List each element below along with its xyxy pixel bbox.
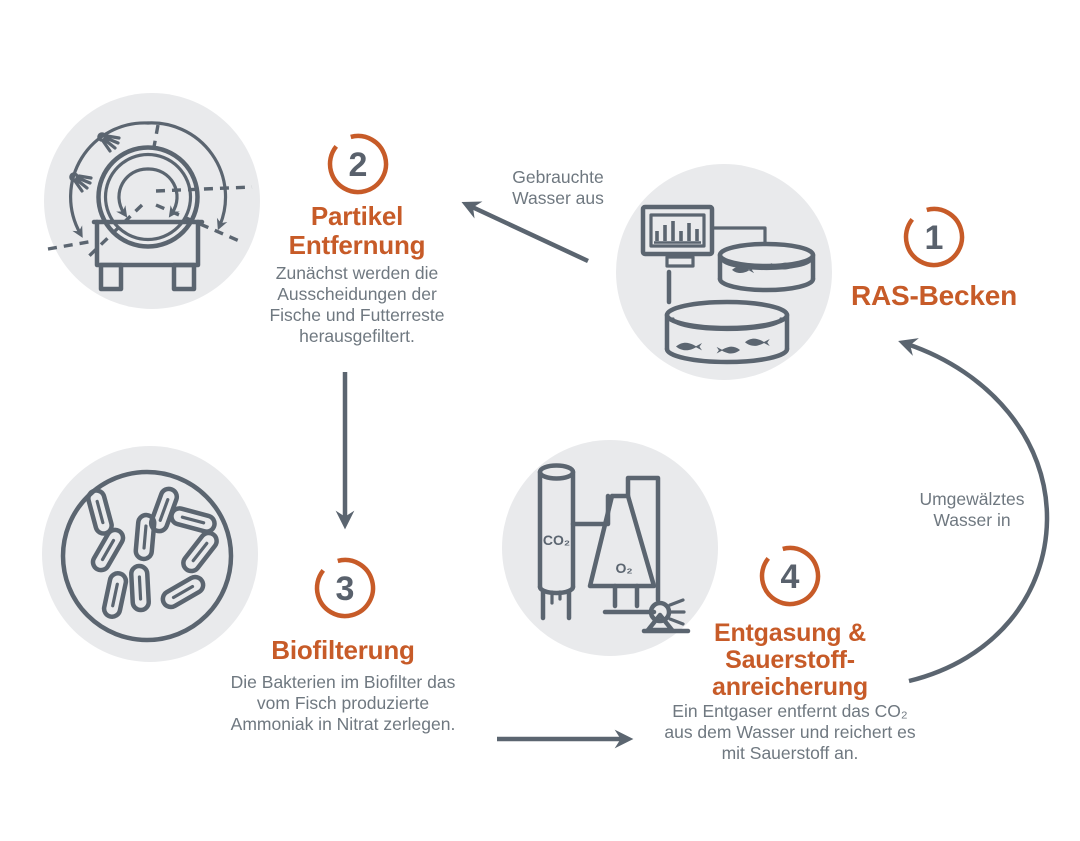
desc-line: Zunächst werden die <box>275 263 439 283</box>
large-fish-tank <box>664 299 790 365</box>
desc-line: mit Sauerstoff an. <box>721 743 859 763</box>
step-4-description: Ein Entgaser entfernt das CO₂ aus dem Wa… <box>655 701 925 764</box>
outer-arc-left <box>69 121 150 238</box>
drum-outer <box>96 145 200 249</box>
drum-filter-icon <box>47 121 253 292</box>
degasser-bubble: CO₂ O₂ <box>502 440 718 656</box>
step-4-title: Entgasung & Sauerstoff- anreicherung <box>670 620 910 701</box>
dashed-flow-lines <box>47 124 253 261</box>
desc-line: Fische und Futterreste <box>269 305 445 325</box>
desc-line: Ammoniak in Nitrat zerlegen. <box>230 714 456 734</box>
step-4-badge: 4 <box>759 545 821 607</box>
step-1-number: 1 <box>925 219 944 257</box>
bacteria-icon <box>60 469 234 643</box>
ras-tank-bubble <box>616 164 832 380</box>
pump-icon <box>641 598 691 634</box>
step-2-title-line: Partikel <box>310 201 404 231</box>
recirculated-water-label: Umgewälztes Wasser in <box>892 489 1052 531</box>
step-1-badge: 1 <box>903 206 965 268</box>
spray-nozzle-icon <box>97 132 121 153</box>
rotation-arrow-right <box>146 167 180 218</box>
desc-line: Ausscheidungen der <box>277 284 437 304</box>
step-2-number: 2 <box>349 146 368 184</box>
cone-stand <box>602 583 657 615</box>
arrow-tank-to-particle-filter <box>461 201 589 264</box>
drum-filter-bubble <box>44 93 260 309</box>
used-water-label: Gebrauchte Wasser aus <box>478 167 638 209</box>
step-3-title: Biofilterung <box>271 635 415 665</box>
step-3-number: 3 <box>336 570 355 608</box>
co2-label: CO₂ <box>543 532 570 548</box>
rotation-arrow-left <box>116 167 150 218</box>
spray-nozzle-icon <box>69 172 93 193</box>
bar-chart-icon <box>654 221 701 244</box>
step-4-title-line: Entgasung & <box>714 619 866 647</box>
degasser-oxygenator-icon: CO₂ O₂ <box>537 463 691 634</box>
monitor-icon <box>640 204 715 305</box>
step-2-badge: 2 <box>327 133 389 195</box>
desc-line: Ein Entgaser entfernt das CO₂ <box>672 701 908 721</box>
label-line: Wasser in <box>933 510 1011 530</box>
label-line: Gebrauchte <box>512 167 604 187</box>
desc-line: aus dem Wasser und reichert es <box>664 722 916 742</box>
step-1-title: RAS-Becken <box>850 280 1018 311</box>
return-pipe <box>625 475 661 603</box>
label-line: Wasser aus <box>512 188 604 208</box>
label-line: Umgewälztes <box>919 489 1025 509</box>
drum-mesh <box>103 152 193 242</box>
monitor-tank-pipe <box>711 226 767 244</box>
desc-line: vom Fisch produzierte <box>256 693 430 713</box>
step-4-title-line: anreicherung <box>712 673 868 701</box>
o2-cone: O₂ <box>587 493 657 615</box>
step-3-description: Die Bakterien im Biofilter das vom Fisch… <box>218 672 468 735</box>
step-2-description: Zunächst werden die Ausscheidungen der F… <box>227 263 487 347</box>
fish-icon <box>676 342 702 351</box>
outer-arc-right <box>146 121 228 231</box>
step-2-title-line: Entfernung <box>288 230 426 260</box>
fish-tanks-with-monitor-icon <box>640 204 816 365</box>
co2-to-cone-pipe <box>570 493 611 527</box>
bacteria-rods <box>86 486 219 619</box>
co2-column: CO₂ <box>537 463 576 621</box>
step-4-title-line: Sauerstoff- <box>725 646 855 674</box>
biofilter-bubble <box>42 446 258 662</box>
step-2-title: Partikel Entfernung <box>227 202 487 260</box>
petri-circle <box>60 469 234 643</box>
drip-lines <box>550 590 562 605</box>
o2-label: O₂ <box>615 560 632 576</box>
desc-line: herausgefiltert. <box>299 326 415 346</box>
step-3-badge: 3 <box>314 557 376 619</box>
fish-icon <box>745 338 770 346</box>
step-4-number: 4 <box>781 558 800 596</box>
desc-line: Die Bakterien im Biofilter das <box>230 672 456 692</box>
fish-icon <box>716 346 740 354</box>
small-fish-tank <box>717 241 816 293</box>
